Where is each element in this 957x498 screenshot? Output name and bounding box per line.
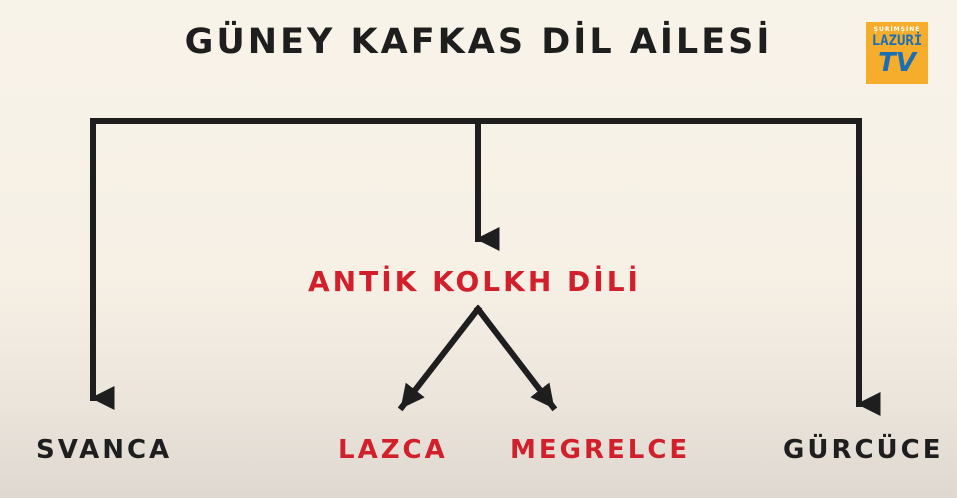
node-gurcuce: GÜRCÜCE <box>783 435 944 465</box>
logo-line-2: LAZURİ <box>871 33 923 49</box>
node-svanca: SVANCA <box>36 435 173 465</box>
logo-line-3: TV <box>878 48 916 78</box>
node-lazca: LAZCA <box>338 435 448 465</box>
line-to-megrelce <box>473 304 558 412</box>
line-to-lazca <box>397 304 483 412</box>
diagram-title: GÜNEY KAFKAS DİL AİLESİ <box>184 22 773 62</box>
node-megrelce: MEGRELCE <box>510 435 691 465</box>
logo-line-1: ŞURİMŞİNE <box>873 26 921 33</box>
channel-logo: ŞURİMŞİNE LAZURİ TV <box>866 22 928 84</box>
node-antik-kolkh-dili: ANTİK KOLKH DİLİ <box>308 265 641 298</box>
